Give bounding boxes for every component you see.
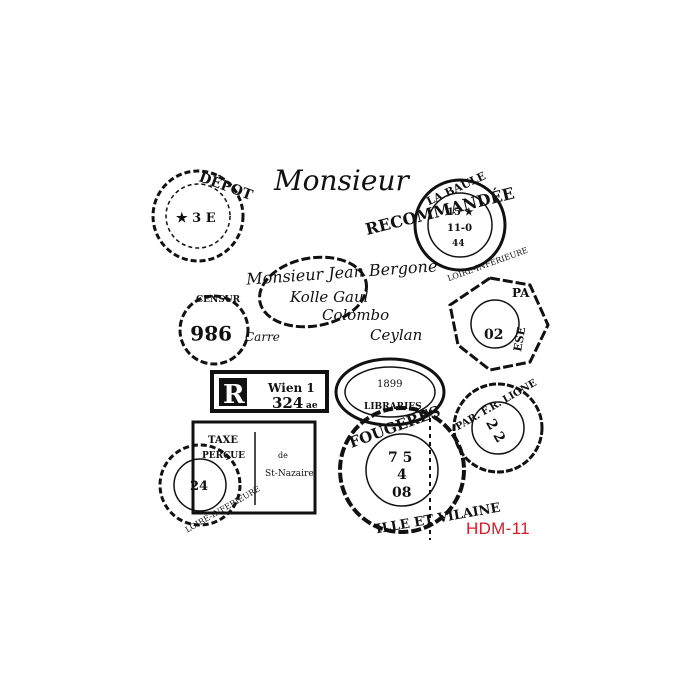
la-baule-region: LOIRE-INFERIEURE — [446, 246, 529, 284]
monsieur-heading: Monsieur — [274, 164, 409, 197]
la-baule-date-2: 11-0 — [447, 223, 472, 234]
taxe-title: TAXE — [208, 435, 238, 446]
registered-letter: R — [223, 380, 245, 410]
registered-suffix: ae — [306, 401, 318, 411]
bottom-left-center: 24 — [190, 479, 208, 494]
address-line-4: Ceylan — [370, 326, 423, 344]
hexagon-top-text: PA — [512, 286, 530, 300]
address-line-5: Carre — [245, 330, 280, 344]
censur-center-text: 986 — [190, 321, 232, 345]
paris-ligne-postmark: PAR. F.R. LIGNE 2 2 — [452, 377, 544, 474]
depot-ring-text: DÉPOT — [197, 168, 256, 204]
la-baule-date-1: 15 ★ — [447, 207, 473, 218]
product-code-label: HDM-11 — [466, 519, 530, 538]
registered-city: Wien 1 — [267, 381, 315, 395]
address-line-2: Kolle Gaul — [290, 288, 369, 306]
censur-postmark: CENSUR 986 — [178, 294, 250, 366]
hexagon-postmark: PA ESE 02 — [448, 276, 550, 372]
depot-center-text: ★ 3 E — [176, 211, 216, 226]
depot-postmark: DÉPOT ★ 3 E — [151, 168, 256, 263]
taxe-percue-box: TAXE PERÇUE de St-Nazaire — [191, 420, 317, 515]
fougeres-date-1: 7 5 — [388, 450, 412, 466]
taxe-city: St-Nazaire — [265, 469, 314, 479]
taxe-de: de — [278, 451, 288, 460]
hexagon-side-text: ESE — [511, 326, 528, 353]
registered-number: 324 — [272, 394, 303, 412]
taxe-line2: PERÇUE — [202, 451, 245, 461]
la-baule-date-3: 44 — [452, 239, 465, 249]
registered-label: R Wien 1 324 ae — [210, 370, 329, 413]
oval-postmark — [257, 255, 369, 329]
address-line-3: Colombo — [322, 306, 390, 324]
paris-center-text: 2 2 — [482, 416, 508, 445]
censur-ring-text: CENSUR — [196, 295, 241, 305]
libraries-year: 1899 — [377, 379, 402, 390]
hexagon-center-text: 02 — [484, 327, 503, 343]
fougeres-date-2: 4 — [397, 467, 407, 483]
fougeres-date-3: 08 — [392, 485, 411, 501]
